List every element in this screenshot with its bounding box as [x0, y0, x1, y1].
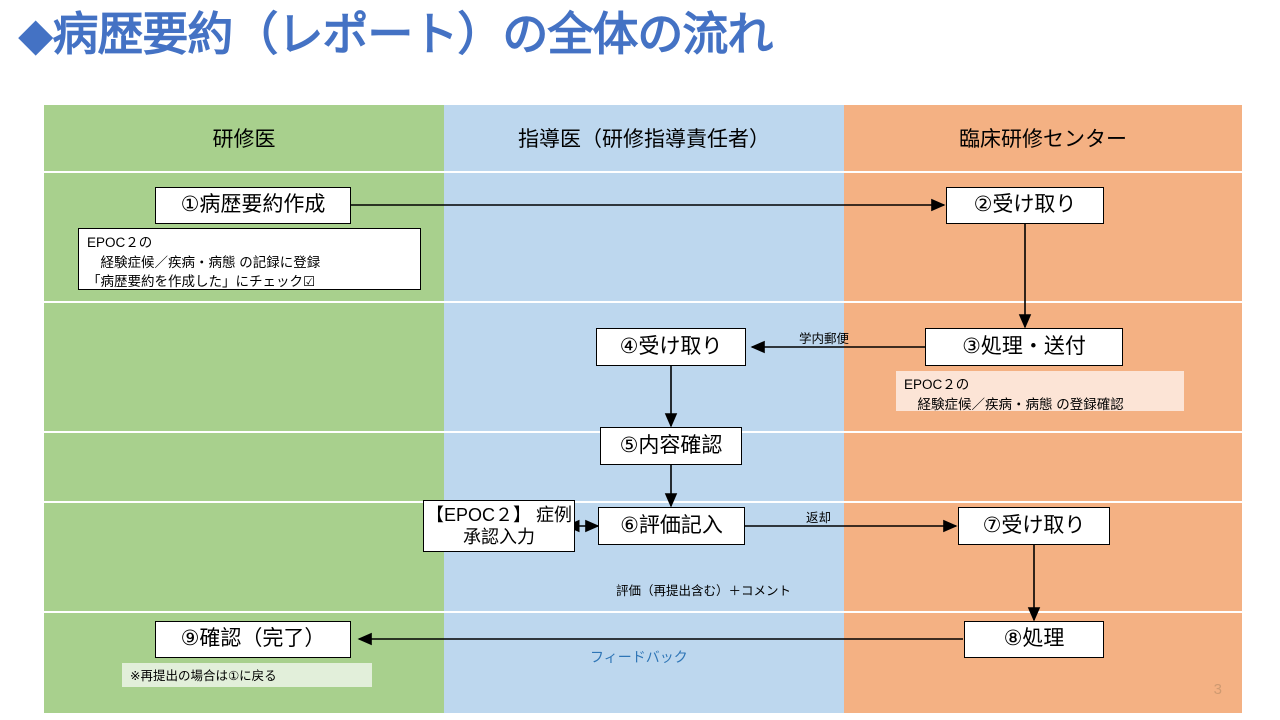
connector-label-campus-mail: 学内郵便: [799, 332, 850, 346]
lane-cell-mentor-row5: [444, 613, 844, 713]
lane-cell-resident-row2: [44, 303, 444, 433]
lane-header-center: 臨床研修センター: [844, 105, 1242, 173]
note-epoc2-register: EPOC２の 経験症候／疾病・病態 の記録に登録 「病歴要約を作成した」にチェッ…: [78, 228, 421, 290]
connector-label-feedback: フィードバック: [590, 649, 688, 665]
process-box-step6[interactable]: ⑥評価記入: [598, 507, 745, 545]
process-box-epoc2-approval[interactable]: 【EPOC２】 症例承認入力: [423, 500, 575, 552]
connector-label-return: 返却: [806, 511, 832, 525]
process-box-step9[interactable]: ⑨確認（完了）: [155, 621, 351, 658]
process-box-step7[interactable]: ⑦受け取り: [958, 507, 1110, 545]
process-box-step2[interactable]: ②受け取り: [946, 187, 1104, 224]
process-box-step5[interactable]: ⑤内容確認: [600, 427, 742, 465]
lane-cell-center-row2: [844, 303, 1242, 433]
lane-column-center: 臨床研修センター: [844, 105, 1242, 713]
process-box-step4[interactable]: ④受け取り: [596, 328, 746, 366]
lane-cell-mentor-row2: [444, 303, 844, 433]
lane-cell-mentor-row3: [444, 433, 844, 503]
lane-cell-mentor-row1: [444, 173, 844, 303]
lane-header-mentor: 指導医（研修指導責任者）: [444, 105, 844, 173]
lane-column-mentor: 指導医（研修指導責任者）: [444, 105, 844, 713]
swimlane-table: 研修医 指導医（研修指導責任者） 臨床研修センター: [44, 105, 1242, 713]
lane-cell-resident-row3: [44, 433, 444, 503]
connector-label-evaluation: 評価（再提出含む）＋コメント: [616, 584, 792, 598]
process-box-step8[interactable]: ⑧処理: [964, 621, 1104, 658]
process-box-step3[interactable]: ③処理・送付: [925, 328, 1123, 366]
lane-cell-center-row3: [844, 433, 1242, 503]
note-epoc2-confirm: EPOC２の 経験症候／疾病・病態 の登録確認: [896, 371, 1184, 412]
page-number: 3: [1213, 681, 1222, 698]
note-resubmit: ※再提出の場合は①に戻る: [122, 663, 372, 687]
lane-cell-resident-row4: [44, 503, 444, 613]
page-title: ◆病歴要約（レポート）の全体の流れ: [18, 8, 773, 60]
lane-header-resident: 研修医: [44, 105, 444, 173]
process-box-step1[interactable]: ①病歴要約作成: [155, 187, 351, 224]
